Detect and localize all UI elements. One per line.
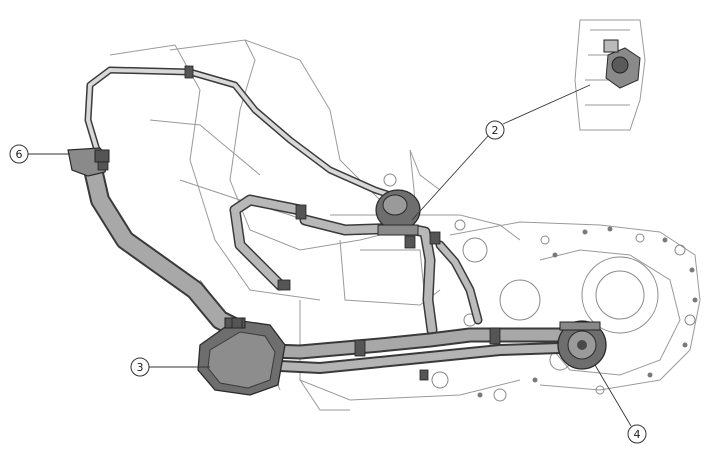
callout-3-label: 3 — [137, 361, 144, 374]
upper-coolant-hose — [84, 66, 394, 199]
engine-case-details — [383, 173, 696, 402]
callout-2-label: 2 — [492, 124, 499, 137]
hose-clamps — [97, 65, 501, 381]
callout-2: 2 — [411, 84, 591, 221]
engine-inlet-hose — [435, 240, 483, 325]
callout-3: 3 — [130, 357, 210, 377]
engine-bolts — [477, 226, 698, 398]
middle-bent-hose — [229, 194, 438, 336]
coolant-reservoir — [197, 317, 286, 396]
thermostat-inset — [603, 39, 641, 89]
lower-coolant-hose — [237, 327, 583, 374]
water-pump — [557, 320, 607, 370]
callout-4: 4 — [594, 364, 647, 444]
radiator-hose — [82, 155, 250, 340]
callout-6-label: 6 — [16, 148, 23, 161]
callout-6: 6 — [9, 144, 70, 164]
callout-4-label: 4 — [634, 428, 641, 441]
thermostat-housing — [375, 189, 421, 236]
